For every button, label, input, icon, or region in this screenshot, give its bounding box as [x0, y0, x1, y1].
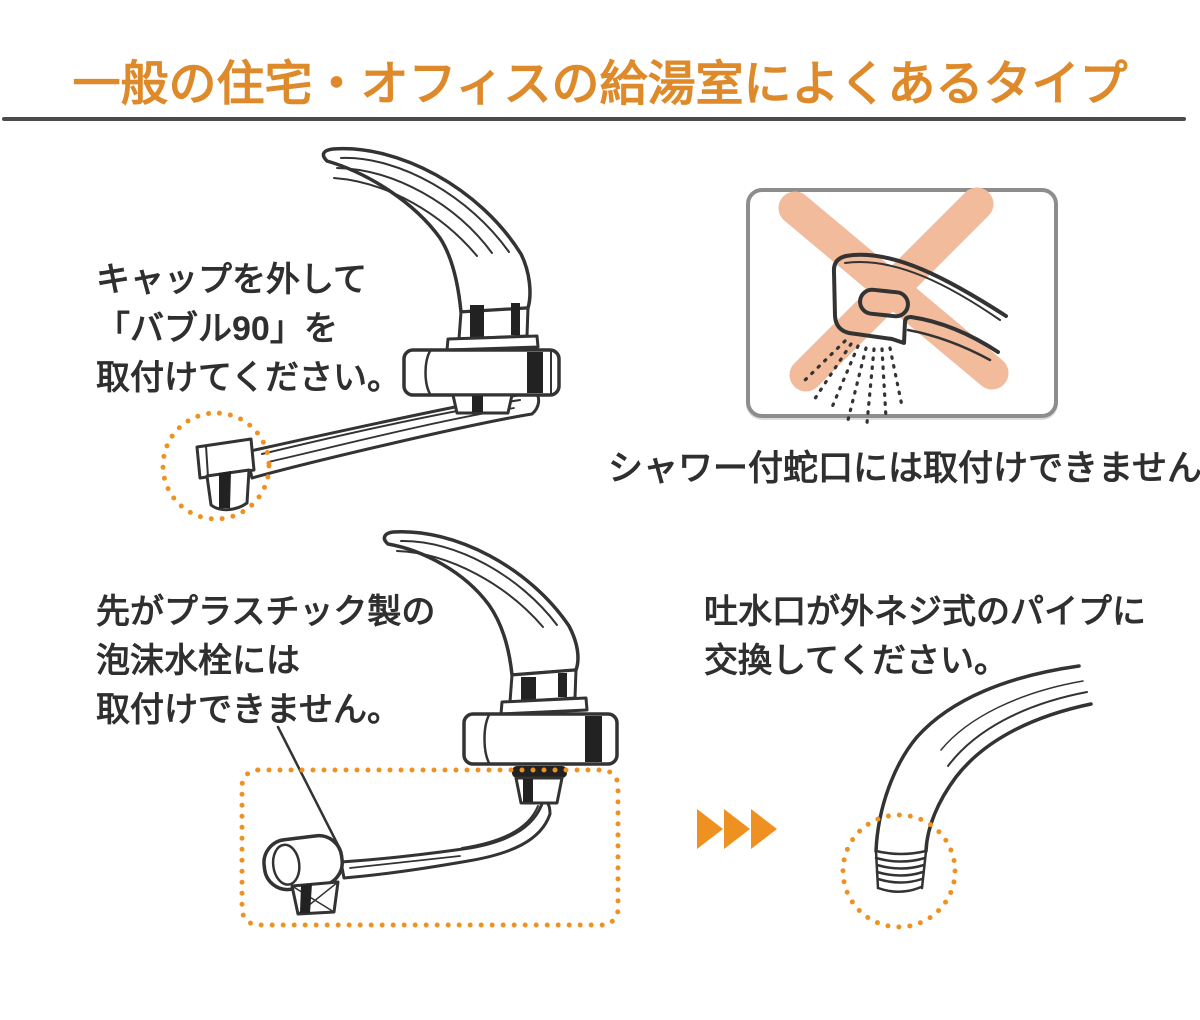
note-line: 「バブル90」を: [96, 310, 338, 348]
spout-highlight-rect: [239, 767, 621, 928]
triple-arrow-icon: [697, 809, 777, 849]
spray-lines: [799, 339, 904, 425]
spout-tip-highlight-circle: [160, 410, 272, 522]
note-line: 吐水口が外ネジ式のパイプに: [704, 593, 1146, 631]
note-line: 交換してください。: [704, 642, 1008, 680]
shower-head-icon: [831, 252, 1008, 362]
title-divider: [2, 117, 1186, 121]
external-thread: [874, 849, 928, 893]
thread-highlight-circle: [840, 812, 958, 930]
note-line: 取付けできません。: [96, 691, 401, 729]
note-line: キャップを外して: [96, 261, 367, 299]
page-title: 一般の住宅・オフィスの給湯室によくあるタイプ: [72, 58, 1128, 111]
shower-warning-caption: シャワー付蛇口には取付けできません: [608, 449, 1200, 488]
note-line: 先がプラスチック製の: [96, 593, 436, 631]
note-attach-bubble90: キャップを外して 「バブル90」を 取付けてください。: [96, 256, 401, 403]
note-plastic-aerator-warning: 先がプラスチック製の 泡沫水栓には 取付けできません。: [96, 588, 435, 735]
leader-line: [276, 725, 342, 851]
note-line: 取付けてください。: [96, 359, 401, 397]
note-replace-pipe: 吐水口が外ネジ式のパイプに 交換してください。: [704, 588, 1146, 686]
faucet-top-illustration: [195, 146, 561, 512]
faucet-bottom-illustration: [262, 530, 619, 916]
pipe-illustration: [874, 664, 1093, 893]
note-line: 泡沫水栓には: [96, 642, 300, 680]
